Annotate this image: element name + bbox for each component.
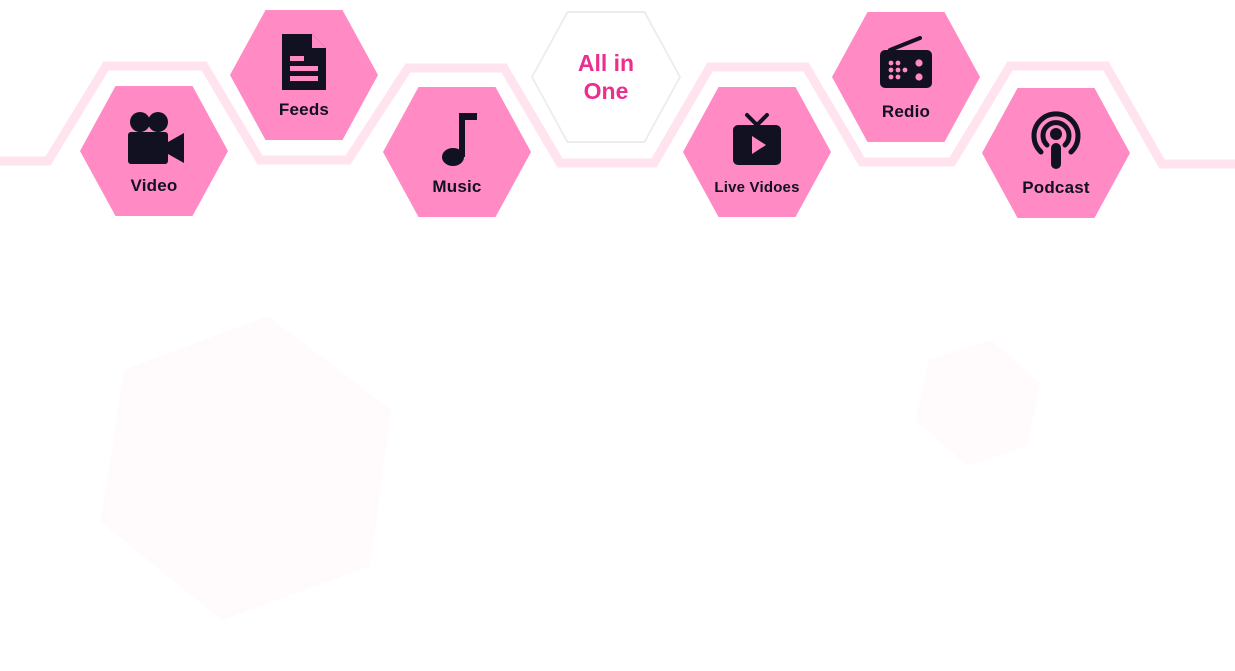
live-videos-label: Live Vidoes	[714, 178, 800, 196]
podcast-icon	[1024, 108, 1088, 172]
music-label: Music	[432, 177, 482, 196]
video-button[interactable]: Video	[80, 86, 228, 216]
music-button[interactable]: Music	[383, 87, 531, 217]
tv-play-icon	[725, 109, 789, 173]
decor-hexagon-small	[916, 340, 1040, 466]
live-videos-button[interactable]: Live Vidoes	[683, 87, 831, 217]
radio-icon	[874, 32, 938, 96]
all-in-one-label: All in One	[577, 50, 635, 104]
radio-button[interactable]: Redio	[832, 12, 980, 142]
all-in-one-hexagon[interactable]: All in One	[531, 11, 681, 143]
podcast-label: Podcast	[1022, 178, 1090, 197]
video-label: Video	[130, 176, 178, 195]
feeds-button[interactable]: Feeds	[230, 10, 378, 140]
podcast-button[interactable]: Podcast	[982, 88, 1130, 218]
radio-label: Redio	[881, 102, 931, 121]
document-icon	[272, 30, 336, 94]
feeds-label: Feeds	[278, 100, 330, 119]
decor-hexagon-large	[101, 316, 391, 620]
hex-track-line	[0, 61, 1235, 169]
music-note-icon	[425, 107, 489, 171]
video-camera-icon	[122, 106, 186, 170]
all-in-one-inner: All in One	[533, 13, 679, 141]
